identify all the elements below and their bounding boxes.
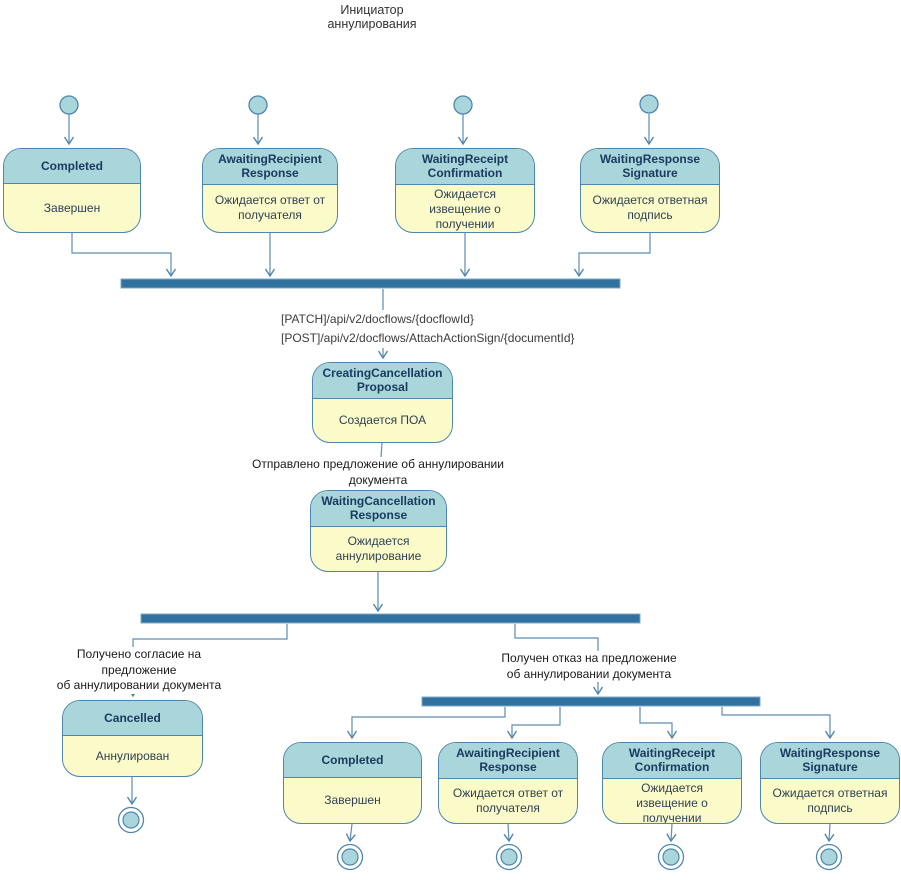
state-name: WaitingCancellation Response: [311, 491, 446, 527]
state-completed-bottom: Completed Завершен: [283, 742, 422, 824]
connector-awaiting-recipient-bottom-final: [503, 823, 514, 843]
state-name: Completed: [284, 743, 421, 778]
state-name: WaitingResponse Signature: [761, 743, 899, 779]
proposal-sent-text: Отправлено предложение об аннулировании …: [252, 457, 504, 487]
api-post-line: [POST]/api/v2/docflows/AttachActionSign/…: [281, 331, 575, 345]
connector-completed-join1: [71, 233, 177, 278]
agreement-line1: Получено согласие на предложение: [76, 647, 202, 677]
final-state-icon: [657, 843, 685, 871]
connector-waiting-receipt-bottom-final: [666, 823, 677, 843]
connector-fork3-waiting-signature: [721, 707, 836, 740]
state-description: Ожидается аннулирование: [335, 533, 422, 563]
refusal-received-label: Получен отказ на предложение об аннулиро…: [500, 651, 678, 682]
state-name: Cancelled: [63, 701, 202, 736]
diagram-title-line2: аннулирования: [327, 17, 417, 31]
state-waiting-receipt-confirmation-top: WaitingReceipt Confirmation Ожидается из…: [395, 148, 535, 233]
connector-fork3-completed: [346, 707, 506, 740]
state-description: Завершен: [324, 793, 381, 807]
initial-state-icon: [453, 95, 473, 115]
state-description: Ожидается извещение о получении: [429, 186, 501, 231]
state-name: WaitingReceipt Confirmation: [396, 149, 534, 185]
initial-state-icon: [248, 95, 268, 115]
state-waiting-response-signature-top: WaitingResponse Signature Ожидается отве…: [580, 148, 720, 233]
refusal-line1: Получен отказ на предложение: [501, 651, 677, 665]
initial-state-icon: [59, 95, 79, 115]
final-state-icon: [117, 806, 145, 834]
initial-state-icon: [639, 94, 659, 114]
diagram-title-line1: Инициатор: [340, 3, 404, 17]
state-description: Ожидается ответ от получателя: [214, 193, 326, 223]
state-waiting-response-signature-bottom: WaitingResponse Signature Ожидается отве…: [760, 742, 900, 824]
fork-bar-middle: [140, 613, 641, 624]
state-creating-cancellation-proposal: CreatingCancellation Proposal Создается …: [312, 362, 453, 443]
state-awaiting-recipient-response-top: AwaitingRecipient Response Ожидается отв…: [202, 148, 338, 233]
final-state-icon: [495, 843, 523, 871]
state-description: Завершен: [43, 200, 101, 215]
state-cancelled: Cancelled Аннулирован: [62, 700, 203, 777]
agreement-received-label: Получено согласие на предложение об анну…: [40, 647, 238, 694]
state-description: Ожидается извещение о получении: [636, 780, 708, 824]
connector-fork3-waiting-receipt: [639, 707, 678, 740]
state-description: Создается ПОА: [338, 412, 427, 427]
proposal-sent-label: Отправлено предложение об аннулировании …: [230, 457, 526, 488]
state-description: Ожидается ответная подпись: [592, 193, 708, 223]
connector-completed-bottom-final: [345, 823, 356, 843]
state-name: Completed: [4, 149, 140, 184]
fork-bar-bottom: [421, 696, 761, 707]
state-waiting-cancellation-response: WaitingCancellation Response Ожидается а…: [310, 490, 447, 572]
refusal-line2: об аннулировании документа: [506, 666, 672, 681]
connector-waiting-signature-join1: [573, 233, 651, 278]
state-name: WaitingResponse Signature: [581, 149, 719, 185]
connector-fork3-awaiting-recipient: [506, 707, 561, 740]
join-bar-top: [120, 278, 621, 289]
diagram-title: Инициатор аннулирования: [294, 3, 450, 31]
state-name: AwaitingRecipient Response: [439, 743, 577, 779]
state-description: Ожидается ответ от получателя: [452, 785, 564, 815]
state-name: CreatingCancellation Proposal: [313, 363, 452, 399]
api-transition-label: [PATCH]/api/v2/docflows/{docflowId} [POS…: [281, 310, 575, 348]
state-waiting-receipt-confirmation-bottom: WaitingReceipt Confirmation Ожидается из…: [602, 742, 742, 824]
connector-waiting-signature-bottom-final: [824, 823, 835, 843]
state-name: AwaitingRecipient Response: [203, 149, 337, 185]
state-name: WaitingReceipt Confirmation: [603, 743, 741, 779]
final-state-icon: [336, 843, 364, 871]
state-description: Аннулирован: [95, 748, 170, 763]
agreement-line2: об аннулировании документа: [56, 678, 222, 692]
final-state-icon: [815, 843, 843, 871]
state-completed-top: Completed Завершен: [3, 148, 141, 233]
state-description: Ожидается ответная подпись: [772, 785, 888, 815]
state-awaiting-recipient-response-bottom: AwaitingRecipient Response Ожидается отв…: [438, 742, 578, 824]
api-patch-line: [PATCH]/api/v2/docflows/{docflowId}: [281, 312, 474, 326]
